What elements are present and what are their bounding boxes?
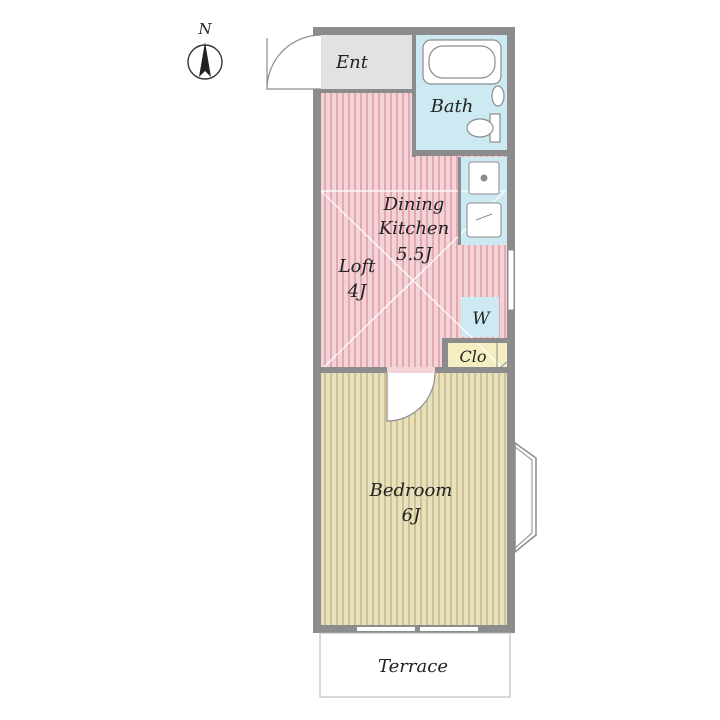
- bedroom-label: Bedroom: [369, 480, 453, 501]
- compass: N: [187, 20, 223, 80]
- entrance-label: Ent: [335, 52, 369, 73]
- sink-icon: [491, 85, 505, 107]
- kitchen-sink-icon: [466, 202, 502, 238]
- kitchen-window: [507, 249, 515, 311]
- terrace-area: [319, 632, 511, 698]
- bay-window: [514, 441, 537, 554]
- bedroom-door: [386, 367, 436, 422]
- compass-north-letter: N: [197, 20, 212, 38]
- dining-kitchen-size: 5.5J: [396, 244, 434, 265]
- terrace-label: Terrace: [378, 656, 448, 677]
- compass-needle-icon: [199, 42, 211, 77]
- bath-fixtures: [422, 39, 505, 143]
- bath-label: Bath: [430, 96, 474, 117]
- bedroom-floor: [321, 372, 507, 626]
- closet-door: [496, 343, 508, 372]
- entrance-floor: [321, 35, 412, 89]
- bedroom-size: 6J: [402, 505, 422, 526]
- entrance-door: [266, 34, 322, 90]
- dining-kitchen-label-line1: Dining: [383, 194, 445, 215]
- dining-kitchen-label-line2: Kitchen: [378, 218, 449, 239]
- washer-label: W: [472, 309, 491, 329]
- loft-size: 4J: [347, 281, 368, 302]
- bottom-windows: [357, 627, 478, 631]
- loft-label: Loft: [338, 256, 376, 277]
- washer-space: [461, 297, 499, 337]
- closet-label: Clo: [460, 347, 487, 366]
- kitchen-fixtures: [466, 161, 502, 238]
